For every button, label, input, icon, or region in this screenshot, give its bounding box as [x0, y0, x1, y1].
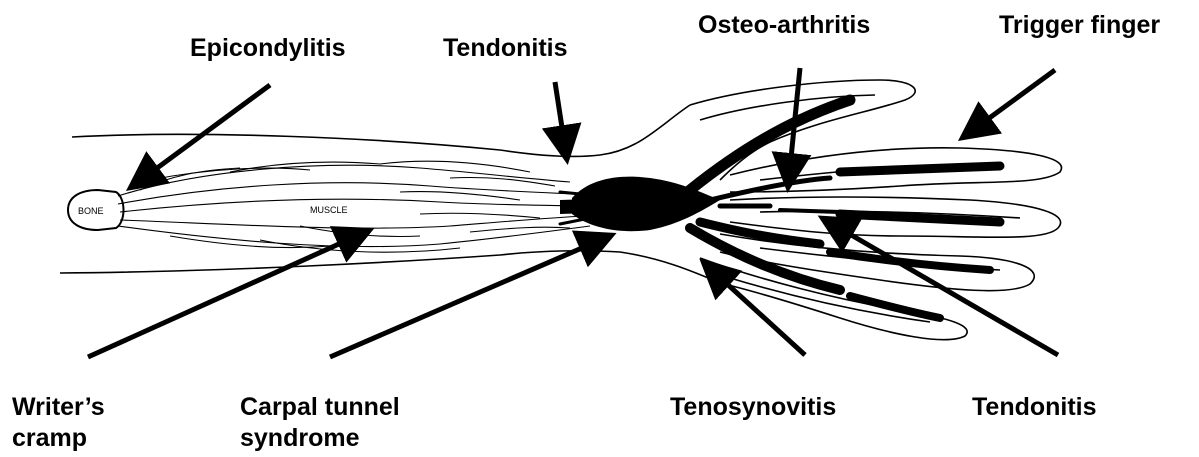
- arrow-tendonitis-top: [555, 82, 567, 160]
- bone-label: BONE: [78, 206, 104, 216]
- label-writers-cramp-line2: cramp: [12, 423, 105, 454]
- label-carpal-tunnel-line2: syndrome: [240, 423, 400, 454]
- label-carpal-tunnel-line1: Carpal tunnel: [240, 392, 400, 423]
- label-tenosynovitis: Tenosynovitis: [670, 392, 836, 423]
- label-carpal-tunnel: Carpal tunnel syndrome: [240, 392, 400, 454]
- wrist-tendon-bundle: [560, 198, 620, 214]
- label-epicondylitis: Epicondylitis: [190, 33, 346, 64]
- arrow-trigger-finger: [962, 70, 1055, 138]
- arrow-carpal-tunnel: [330, 235, 612, 357]
- bone: BONE: [68, 190, 124, 230]
- arrow-writers-cramp: [88, 230, 370, 357]
- label-tendonitis-bottom: Tendonitis: [972, 392, 1097, 423]
- muscle-label: MUSCLE: [310, 205, 348, 215]
- label-osteo-arthritis: Osteo-arthritis: [698, 10, 870, 41]
- label-writers-cramp: Writer’s cramp: [12, 392, 105, 454]
- label-writers-cramp-line1: Writer’s: [12, 392, 105, 423]
- label-trigger-finger: Trigger finger: [999, 10, 1160, 41]
- label-tendonitis-top: Tendonitis: [443, 33, 568, 64]
